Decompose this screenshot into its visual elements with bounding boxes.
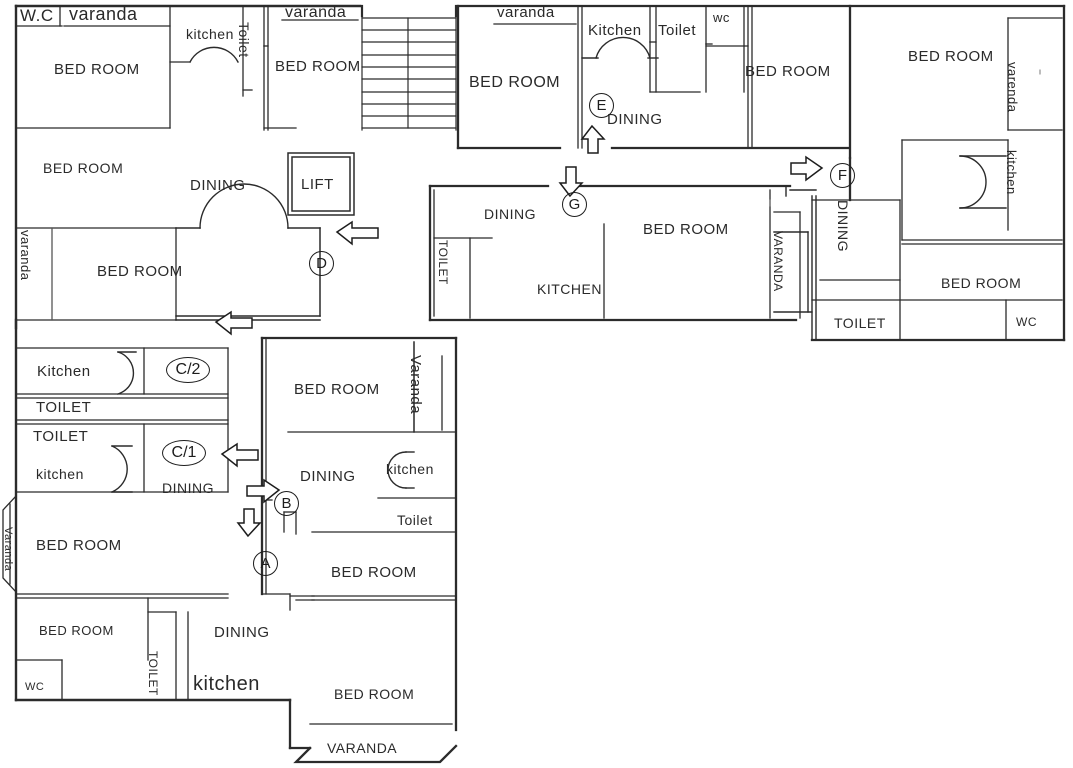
arrow-a-icon (236, 508, 262, 538)
room-label-dining-bc: DINING (300, 468, 356, 485)
room-label-lift: LIFT (301, 176, 334, 193)
room-label-kitchen-left-2: kitchen (36, 466, 84, 482)
room-label-bedroom-bc-1: BED ROOM (294, 381, 380, 398)
arrow-c1-icon (220, 442, 259, 468)
door-arch-kitchen-tr (959, 155, 1007, 209)
wing-central-left (175, 227, 321, 321)
room-label-varanda-mc: VARANDA (771, 231, 785, 292)
wing-left-outer-2 (14, 318, 292, 702)
door-arch-kitchen-bc (387, 451, 415, 489)
wing-bottom-centre-inner (265, 337, 457, 725)
arrow-d-icon (335, 220, 379, 246)
room-label-dining-mc: DINING (484, 206, 536, 222)
room-label-bedroom-br-1: BED ROOM (941, 275, 1022, 291)
room-label-bedroom-tr-1: BED ROOM (908, 48, 994, 65)
wing-top-right-inner (811, 17, 1063, 341)
room-label-kitchen-tr: kitchen (1004, 150, 1019, 195)
marker-g[interactable]: G (562, 192, 587, 217)
room-label-toilet-mc: TOILET (436, 240, 450, 285)
room-label-bedroom-tl-1: BED ROOM (54, 61, 140, 78)
room-label-toilet-tc: Toilet (658, 22, 697, 39)
staircase-posts (360, 4, 458, 18)
room-label-bedroom-tc-2: BED ROOM (745, 63, 831, 80)
arrow-f-icon (790, 155, 824, 182)
varanda-link-right (773, 195, 817, 341)
room-label-varanda-top-left: varanda (69, 4, 138, 24)
wing-middle-centre (428, 184, 798, 322)
marker-c2[interactable]: C/2 (166, 357, 210, 383)
room-label-kitchen-left-1: Kitchen (37, 363, 91, 380)
marker-f[interactable]: F (830, 163, 855, 188)
marker-d[interactable]: D (309, 251, 334, 276)
room-label-varanda-tl-2: varanda (285, 4, 347, 21)
marker-e[interactable]: E (589, 93, 614, 118)
arrow-c2-icon (214, 310, 253, 336)
connector-walls (785, 185, 817, 197)
room-label-bedroom-tl-3: BED ROOM (43, 160, 124, 176)
room-label-dining-mr: DINING (835, 200, 851, 252)
room-label-toilet-bl: TOILET (146, 651, 160, 696)
room-label-kitchen-mc: KITCHEN (537, 281, 602, 297)
door-arch-kitchen-left2 (117, 351, 137, 395)
room-label-kitchen-bc: kitchen (386, 461, 434, 477)
step-wall-a (261, 593, 291, 611)
wing-top-left-walls (14, 4, 362, 330)
room-label-toilet-bc: Toilet (397, 512, 433, 528)
construction-ticks (51, 69, 1041, 321)
room-label-wc-bottom-left: WC (25, 681, 45, 693)
room-label-varanda-left-1: varanda (18, 230, 33, 281)
wing-top-centre (456, 4, 850, 150)
door-arch-kitchen-tc (581, 36, 659, 59)
room-label-kitchen-tl: kitchen (186, 26, 234, 42)
room-label-bedroom-tl-2: BED ROOM (275, 58, 361, 75)
room-label-varanda-tc: varanda (497, 4, 555, 21)
wing-top-centre-inner (493, 5, 753, 149)
room-label-toilet-left-2: TOILET (33, 428, 89, 445)
arrow-b-icon (246, 478, 281, 504)
varanda-bay-left (2, 495, 17, 593)
marker-c1[interactable]: C/1 (162, 440, 206, 466)
room-label-dining-left-1: DINING (162, 480, 214, 496)
marker-b[interactable]: B (274, 491, 299, 516)
room-label-bedroom-bc-3: BED ROOM (334, 686, 415, 702)
room-label-wc-tc: wc (713, 10, 730, 25)
arrow-g-icon (558, 166, 584, 198)
lift-shaft (287, 152, 355, 216)
room-label-bedroom-bl-1: BED ROOM (39, 623, 114, 638)
room-label-bedroom-left-2: BED ROOM (36, 537, 122, 554)
room-label-dining-tc: DINING (607, 111, 663, 128)
room-label-bedroom-left-1: BED ROOM (97, 263, 183, 280)
room-label-toilet-left-1: TOILET (36, 399, 92, 416)
room-label-varanda-bc: Varanda (407, 355, 424, 415)
room-label-kitchen-tc: Kitchen (588, 22, 642, 39)
entrance-arrow-group (214, 124, 824, 538)
room-label-toilet-tl: Toilet (236, 22, 252, 58)
marker-a[interactable]: A (253, 551, 278, 576)
wing-top-right (848, 4, 1066, 342)
room-label-dining-bl: DINING (214, 624, 270, 641)
door-arch-dining-tl (199, 183, 289, 229)
room-label-wc-top-left: W.C (20, 6, 54, 25)
room-label-bedroom-mc: BED ROOM (643, 221, 729, 238)
door-arch-kitchen-left (111, 445, 133, 493)
room-label-kitchen-bl: kitchen (193, 673, 260, 695)
room-label-varenda-tr: varenda (1005, 62, 1020, 113)
room-label-bedroom-tc-1: BED ROOM (469, 74, 561, 91)
room-label-dining-tl: DINING (190, 177, 246, 194)
room-label-bedroom-bc-2: BED ROOM (331, 564, 417, 581)
arrow-e-icon (580, 124, 606, 154)
room-label-varanda-left-bay: Varanda (2, 527, 14, 572)
room-label-toilet-br: TOILET (834, 315, 886, 331)
wing-middle-centre-inner (433, 189, 801, 319)
room-label-wc-br: WC (1016, 315, 1037, 329)
room-label-varanda-bottom: VARANDA (327, 740, 398, 756)
door-arch-kitchen-tl (189, 46, 239, 63)
staircase (361, 5, 457, 131)
